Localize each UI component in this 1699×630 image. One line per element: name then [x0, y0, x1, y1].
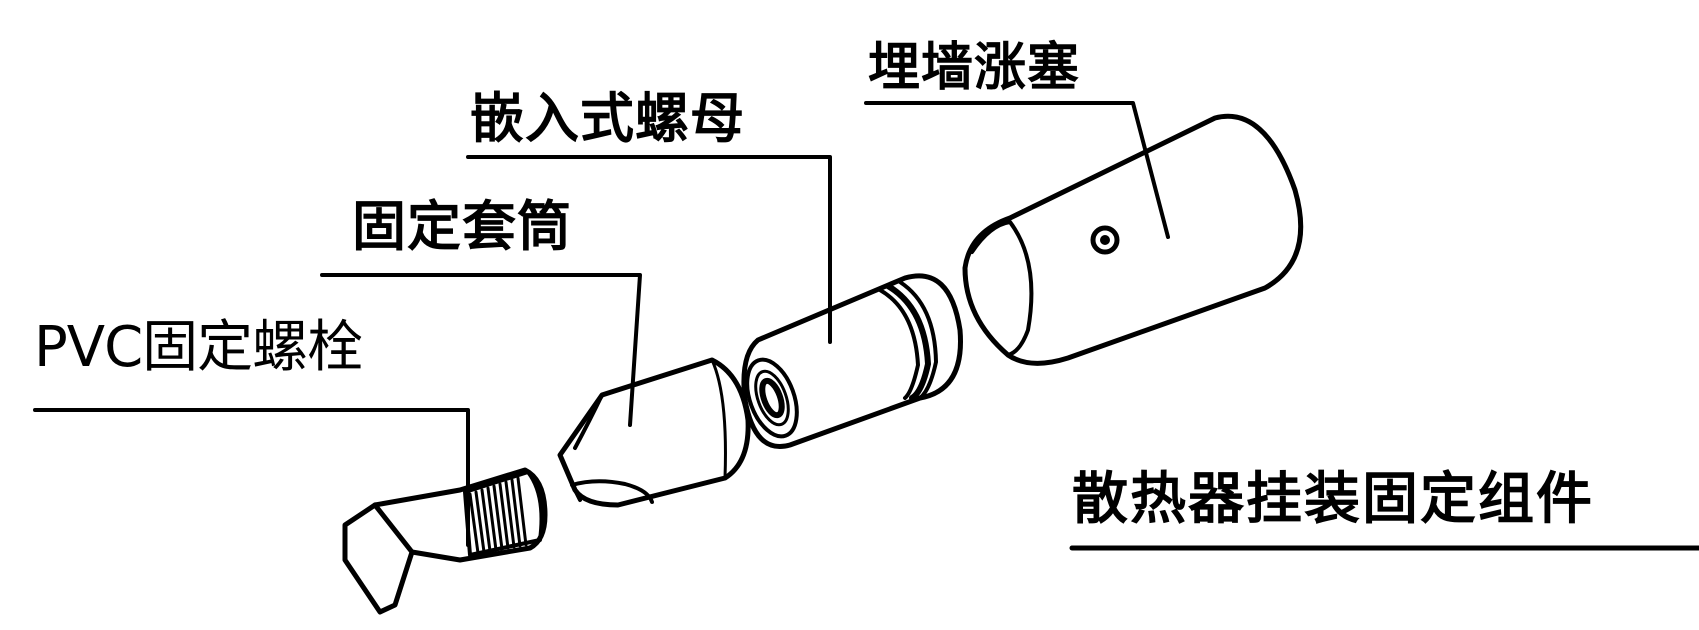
embedded-nut-part	[741, 273, 963, 449]
label-wall-anchor: 埋墙涨塞	[868, 38, 1081, 98]
wall-anchor-part	[962, 113, 1304, 366]
label-embedded-nut: 嵌入式螺母	[470, 87, 745, 150]
bolt-threads	[468, 476, 528, 555]
leader-nut	[466, 155, 832, 344]
leader-bolt	[33, 408, 470, 547]
label-pvc-bolt: PVC固定螺栓	[34, 315, 363, 380]
diagram-title: 散热器挂装固定组件	[1072, 467, 1594, 532]
leader-sleeve	[320, 273, 642, 427]
leader-lines	[33, 101, 1699, 551]
pvc-bolt-part	[342, 467, 548, 615]
label-fixing-sleeve: 固定套筒	[352, 195, 572, 258]
leader-anchor	[864, 101, 1170, 239]
fixing-sleeve-part	[557, 357, 751, 508]
